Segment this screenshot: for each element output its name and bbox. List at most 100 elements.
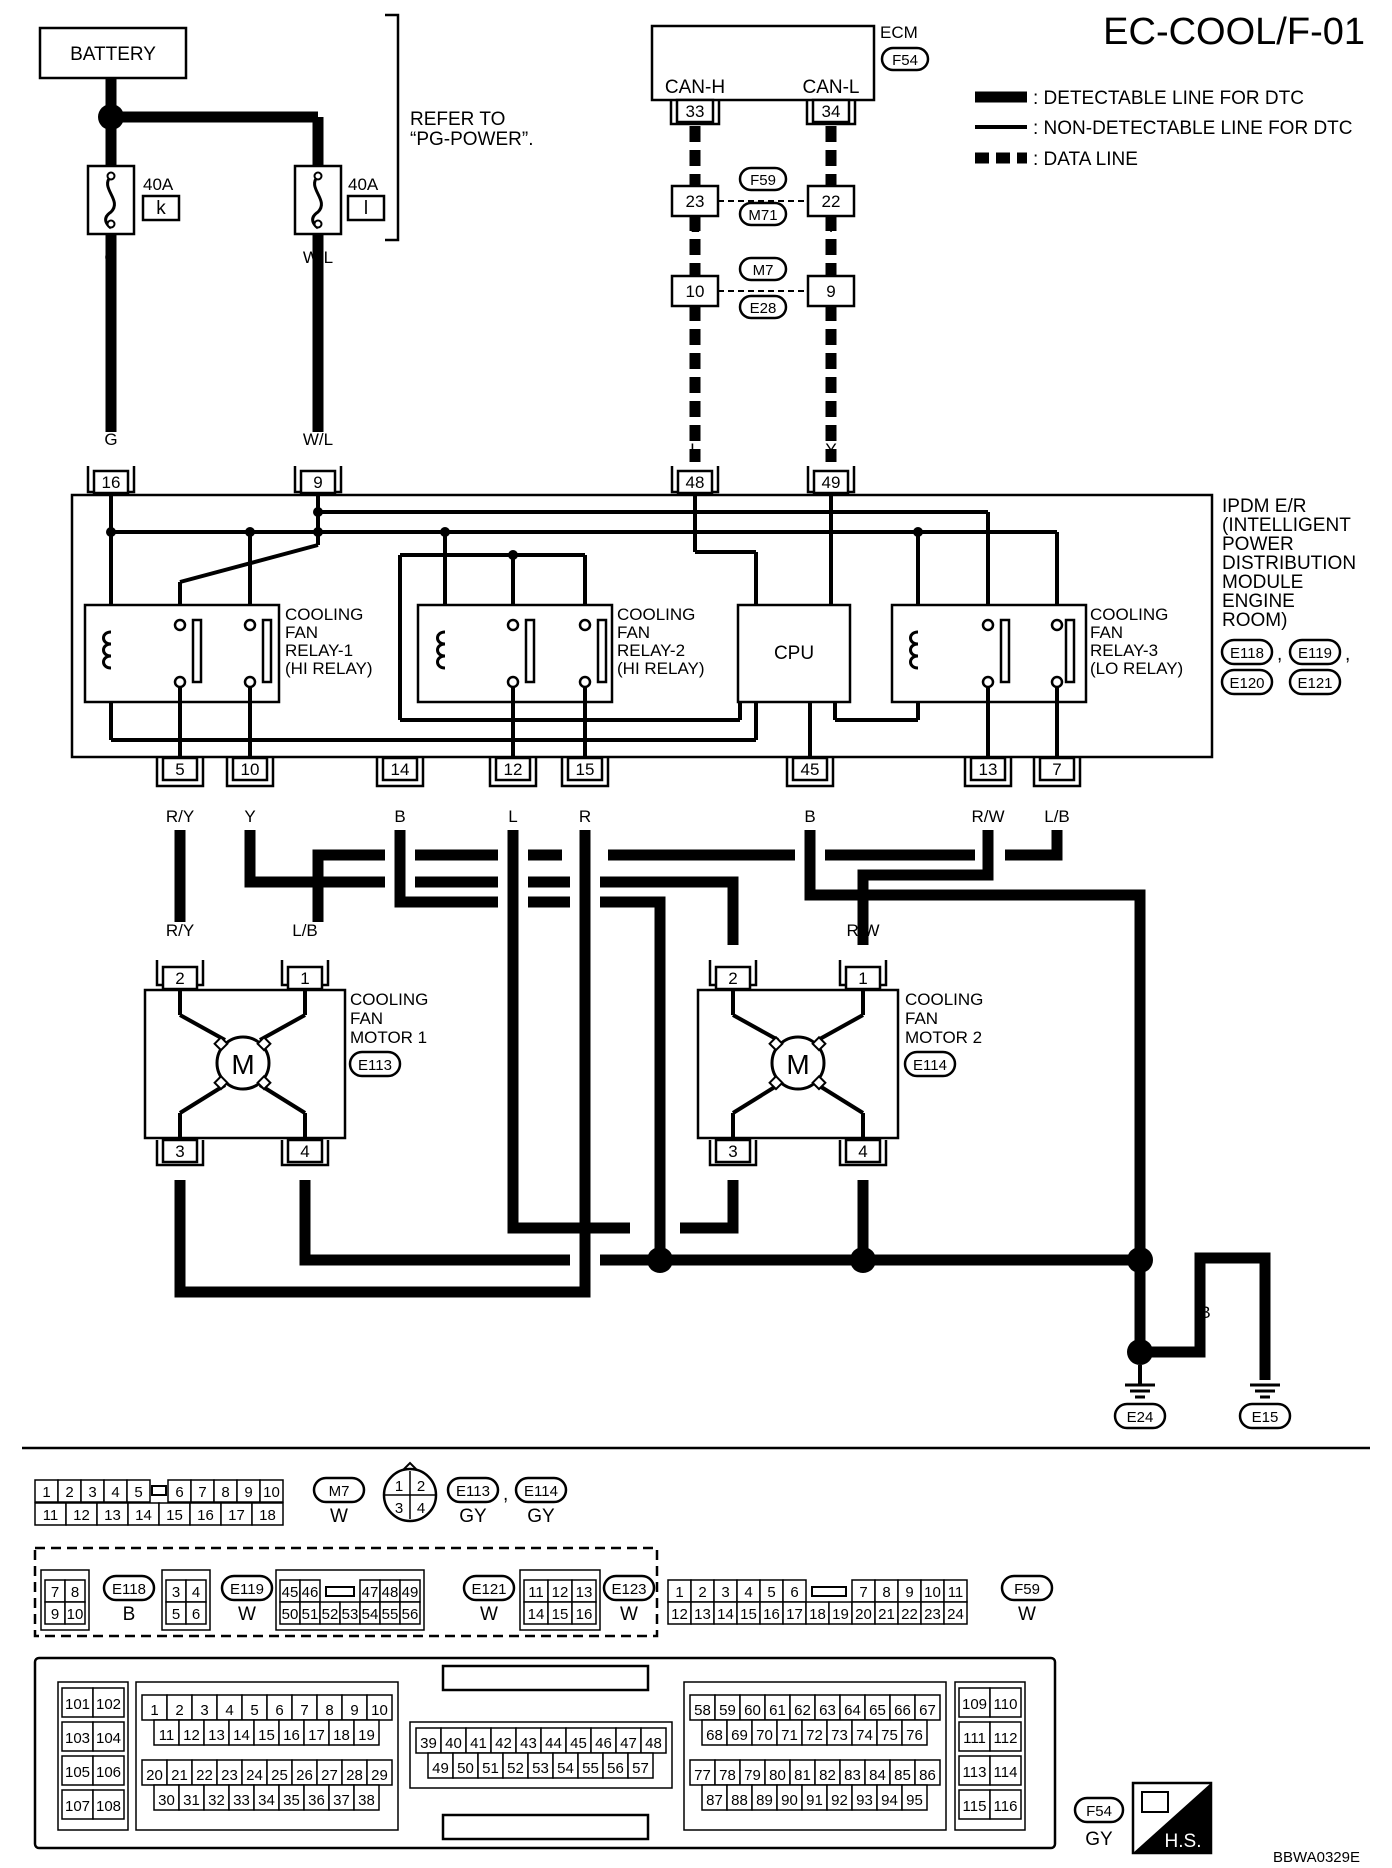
f54-block-e <box>954 1681 1026 1831</box>
harness-lb-6 <box>312 849 385 922</box>
harness-lb-1 <box>1005 830 1063 861</box>
wire-color-y-4: Y <box>825 440 836 459</box>
f54-d1-cell <box>889 1694 916 1721</box>
motor1-brush-4 <box>258 1083 307 1115</box>
fuse2-id-box <box>346 194 386 222</box>
splice-3 <box>1127 1247 1153 1273</box>
f54-block-c <box>409 1721 673 1789</box>
relay-1-switch-a <box>191 618 203 684</box>
m7-row2-pin: 12 <box>73 1507 90 1524</box>
f54-c2-cell <box>452 1752 479 1779</box>
ipdm-bottom-pin-45-box <box>791 756 829 782</box>
cpu: CPU <box>736 603 852 704</box>
fuse2-id: l <box>364 198 368 219</box>
wire-color-y-2: Y <box>825 217 836 236</box>
wire-color-b-bus: B <box>1134 1187 1145 1206</box>
f54-a-pin: 107 <box>65 1798 90 1815</box>
ecm-pin-l: 34 <box>805 98 857 126</box>
round-pin-2: 2 <box>417 1478 425 1495</box>
m7-row1-cell <box>259 1479 284 1503</box>
e119-row1-pin: 4 <box>192 1584 200 1601</box>
hs-badge: H.S. <box>1131 1781 1213 1855</box>
f54-c1-pin: 47 <box>620 1735 637 1752</box>
f54-b1-pin: 10 <box>371 1702 388 1719</box>
wire-color-r-pin15: R <box>579 807 591 826</box>
f59-row2-pin: 15 <box>740 1606 757 1623</box>
f54-b3-pin: 28 <box>346 1767 363 1784</box>
f59-row1-pin: 8 <box>882 1584 890 1601</box>
wire-color-y-motor: Y <box>727 921 738 940</box>
f54-d2-cell <box>901 1719 928 1746</box>
cooling-fan-motor-2: 2 1 M 3 4 COOLING FAN MOTOR 2 E114 <box>696 960 983 1167</box>
f54-b2-pin: 18 <box>333 1727 350 1744</box>
m7-row2-pin: 13 <box>104 1507 121 1524</box>
f54-id: F54 <box>1086 1803 1112 1820</box>
e119-row2-pin: 6 <box>192 1606 200 1623</box>
e123-housing <box>519 1569 601 1631</box>
wire-color-b-e15-right: B <box>1259 1303 1270 1322</box>
wire-color-l-2: L <box>690 217 699 236</box>
f54-d3-cell <box>889 1759 916 1786</box>
f54-e-cell <box>989 1721 1022 1752</box>
e118-row2-pin: 9 <box>51 1606 59 1623</box>
motor2-pin3-box <box>714 1138 752 1164</box>
f59-row1-pin: 4 <box>744 1584 752 1601</box>
e121-id: E121 <box>471 1581 506 1598</box>
relay-3-contact-a-bottom <box>981 675 995 689</box>
f59-row1-pin: 9 <box>905 1584 913 1601</box>
harness-ground-e15 <box>1140 1252 1271 1380</box>
relay-2-coil-icon <box>436 630 446 670</box>
f54-c1-pin: 39 <box>420 1735 437 1752</box>
cooling-fan-motor-1: 2 1 M 3 4 COOLING FAN MOTOR 1 E113 <box>143 960 428 1167</box>
f54-d1-pin: 63 <box>819 1702 836 1719</box>
hs-badge-triangle <box>1133 1783 1211 1853</box>
e119-id: E119 <box>230 1581 264 1598</box>
ipdm-bottom-pin-12-number: 12 <box>504 760 523 779</box>
f54-c2-pin: 52 <box>507 1760 524 1777</box>
relay-3-line-4: (LO RELAY) <box>1090 659 1183 678</box>
wire-color-b-motor2: B <box>857 1187 868 1206</box>
f54-b4-pin: 35 <box>283 1792 300 1809</box>
ipdm-label: IPDM E/R (INTELLIGENT POWER DISTRIBUTION… <box>1220 496 1356 696</box>
f54-b3-cell <box>366 1759 393 1786</box>
f54-b2-cell <box>278 1719 305 1746</box>
hs-badge-label: H.S. <box>1165 1831 1202 1852</box>
m7-row2-pin: 17 <box>228 1507 245 1524</box>
f54-a-pin: 104 <box>96 1730 121 1747</box>
motor1-brush-tab-2 <box>256 1035 272 1052</box>
f54-b3-pin: 25 <box>271 1767 288 1784</box>
ipdm-connector-comma-1: , <box>1277 644 1282 665</box>
joint1-conn-bottom: M71 <box>748 207 777 224</box>
f54-d2-cell <box>826 1719 853 1746</box>
f59-row2-pin: 21 <box>878 1606 895 1623</box>
motor2-connector: E114 <box>913 1057 947 1074</box>
refer-to-line2: “PG-POWER”. <box>410 129 534 150</box>
ipdm-top-pin-48-number: 48 <box>686 473 705 492</box>
f54-d3-cell <box>914 1759 941 1786</box>
relay-1-line-1: COOLING <box>285 605 363 624</box>
hs-connector-icon <box>1141 1791 1169 1813</box>
wire-color-b-e24: B <box>1134 1303 1145 1322</box>
e118-row2-cell <box>64 1601 86 1625</box>
f54-color: GY <box>1085 1829 1113 1850</box>
f54-block-d <box>683 1681 947 1831</box>
motor1-line-3: MOTOR 1 <box>350 1028 427 1047</box>
f54-b4-pin: 31 <box>183 1792 200 1809</box>
ipdm-bottom-pin-12-box <box>494 756 532 782</box>
motor1-brush-2 <box>179 1013 226 1042</box>
motor2-pin-3: 3 <box>728 1142 737 1161</box>
round-pin-4: 4 <box>417 1500 425 1517</box>
f54-e-pin: 114 <box>994 1764 1018 1781</box>
ipdm-connector-e119: E119 <box>1298 645 1332 662</box>
motor2-pin4-box <box>844 1138 882 1164</box>
relay-3-contact-a-top <box>981 618 995 632</box>
f54-d3-pin: 78 <box>719 1767 736 1784</box>
ipdm-label-line-5: MODULE <box>1222 572 1303 593</box>
ipdm-connector-badge-1 <box>1220 638 1274 666</box>
f54-d2-cell <box>701 1719 728 1746</box>
ipdm-bottom-pin-15-box <box>566 756 604 782</box>
